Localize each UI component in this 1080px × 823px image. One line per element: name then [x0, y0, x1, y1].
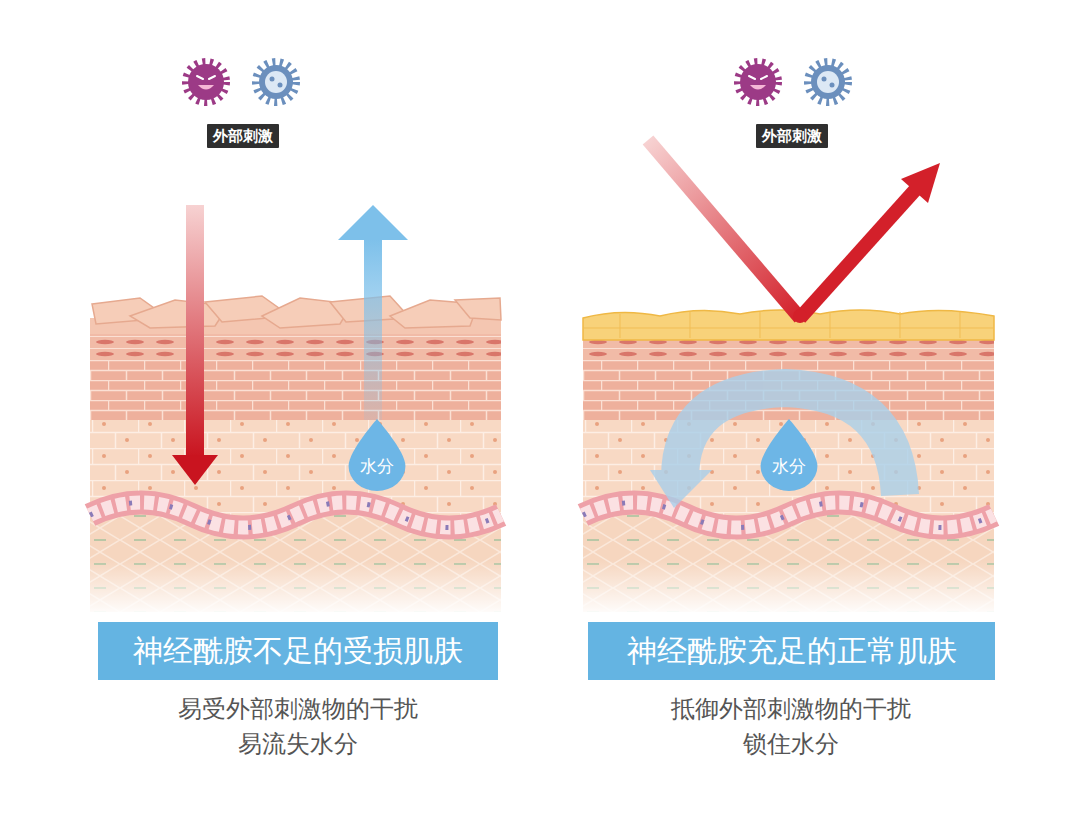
stimulus-arrow [172, 205, 218, 485]
stimulus-badge: 外部刺激 [756, 124, 828, 148]
drop-shape [344, 418, 410, 492]
reflected-arrow [648, 140, 940, 323]
description-text: 锁住水分 [743, 729, 839, 759]
description-text: 易流失水分 [238, 729, 358, 759]
caption-bar: 神经酰胺充足的正常肌肤 [588, 622, 995, 680]
caption-text: 神经酰胺不足的受损肌肤 [133, 631, 463, 672]
water-cycle-arrow [650, 388, 900, 508]
germ-icons [186, 62, 848, 102]
damaged-skin [90, 296, 501, 614]
caption-bar: 神经酰胺不足的受损肌肤 [98, 622, 498, 680]
drop-shape [756, 418, 822, 492]
caption-text: 神经酰胺充足的正常肌肤 [627, 631, 957, 672]
water-drop: 水分 [756, 418, 822, 492]
description-text: 易受外部刺激物的干扰 [178, 694, 418, 724]
water-drop: 水分 [344, 418, 410, 492]
badge-text: 外部刺激 [213, 127, 273, 145]
water-text: 水分 [756, 418, 822, 476]
water-text: 水分 [344, 418, 410, 476]
healthy-skin [583, 310, 994, 614]
badge-text: 外部刺激 [762, 127, 822, 145]
water-loss-arrow [338, 205, 408, 420]
stimulus-badge: 外部刺激 [207, 124, 279, 148]
description-text: 抵御外部刺激物的干扰 [671, 694, 911, 724]
